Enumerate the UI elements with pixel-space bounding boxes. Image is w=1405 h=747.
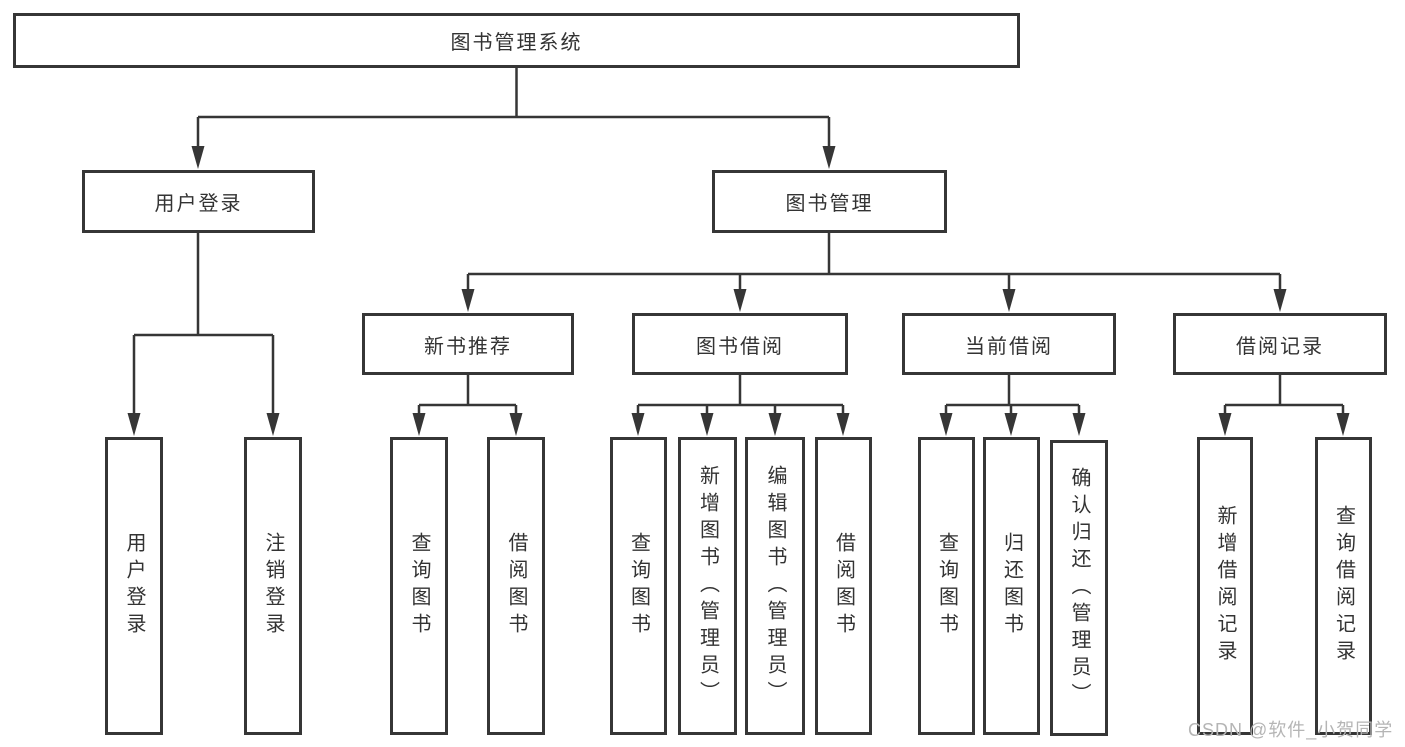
leaf-user-login-label: 用户登录 — [123, 532, 145, 640]
leaf-edit-books-admin-label: 编辑图书（管理员） — [764, 464, 786, 708]
leaf-query-borrow-record: 查询借阅记录 — [1315, 437, 1372, 735]
node-book-borrowing: 图书借阅 — [632, 313, 848, 375]
connector-book-borrowing-children — [636, 375, 845, 416]
connector-current-borrowing-children — [944, 375, 1081, 416]
leaf-confirm-return-admin-label: 确认归还（管理员） — [1068, 466, 1090, 710]
arrowheads — [127, 146, 1350, 436]
node-book-management: 图书管理 — [712, 170, 947, 233]
connector-root-to-level2 — [196, 68, 831, 150]
leaf-current-query-books: 查询图书 — [918, 437, 975, 735]
leaf-edit-books-admin: 编辑图书（管理员） — [745, 437, 805, 735]
connector-new-book-children — [417, 375, 518, 416]
leaf-return-books: 归还图书 — [983, 437, 1040, 735]
leaf-borrowing-borrow-books-label: 借阅图书 — [832, 532, 855, 640]
leaf-borrowing-query-books-label: 查询图书 — [627, 532, 650, 640]
node-new-book-recommend-label: 新书推荐 — [424, 335, 512, 358]
leaf-newbook-borrow-books-label: 借阅图书 — [505, 532, 527, 640]
node-library-system-label: 图书管理系统 — [450, 32, 583, 54]
node-current-borrowing-label: 当前借阅 — [965, 335, 1053, 358]
leaf-user-login: 用户登录 — [105, 437, 163, 735]
leaf-newbook-query-books-label: 查询图书 — [408, 532, 430, 640]
leaf-add-books-admin-label: 新增图书（管理员） — [696, 464, 719, 708]
leaf-newbook-borrow-books: 借阅图书 — [487, 437, 545, 735]
leaf-add-borrow-record: 新增借阅记录 — [1197, 437, 1253, 735]
connector-borrowing-records-children — [1223, 375, 1345, 416]
leaf-borrowing-query-books: 查询图书 — [610, 437, 667, 735]
leaf-add-books-admin: 新增图书（管理员） — [678, 437, 737, 735]
node-borrowing-records: 借阅记录 — [1173, 313, 1387, 375]
leaf-newbook-query-books: 查询图书 — [390, 437, 448, 735]
leaf-logout: 注销登录 — [244, 437, 302, 735]
leaf-borrowing-borrow-books: 借阅图书 — [815, 437, 872, 735]
leaf-logout-label: 注销登录 — [262, 532, 284, 640]
node-borrowing-records-label: 借阅记录 — [1236, 335, 1324, 358]
node-book-borrowing-label: 图书借阅 — [696, 335, 784, 358]
node-user-login-label: 用户登录 — [154, 193, 243, 215]
node-current-borrowing: 当前借阅 — [902, 313, 1116, 375]
node-user-login: 用户登录 — [82, 170, 315, 233]
leaf-add-borrow-record-label: 新增借阅记录 — [1214, 505, 1236, 667]
leaf-confirm-return-admin: 确认归还（管理员） — [1050, 440, 1108, 736]
leaf-current-query-books-label: 查询图书 — [935, 532, 958, 640]
connector-book-management-children — [466, 233, 1282, 292]
csdn-watermark: CSDN @软件_小贺同学 — [1188, 720, 1394, 740]
node-book-management-label: 图书管理 — [785, 193, 874, 215]
leaf-query-borrow-record-label: 查询借阅记录 — [1332, 505, 1355, 667]
node-library-system: 图书管理系统 — [13, 13, 1020, 68]
node-new-book-recommend: 新书推荐 — [362, 313, 574, 375]
connector-user-login-children — [132, 233, 275, 416]
leaf-return-books-label: 归还图书 — [1000, 532, 1023, 640]
